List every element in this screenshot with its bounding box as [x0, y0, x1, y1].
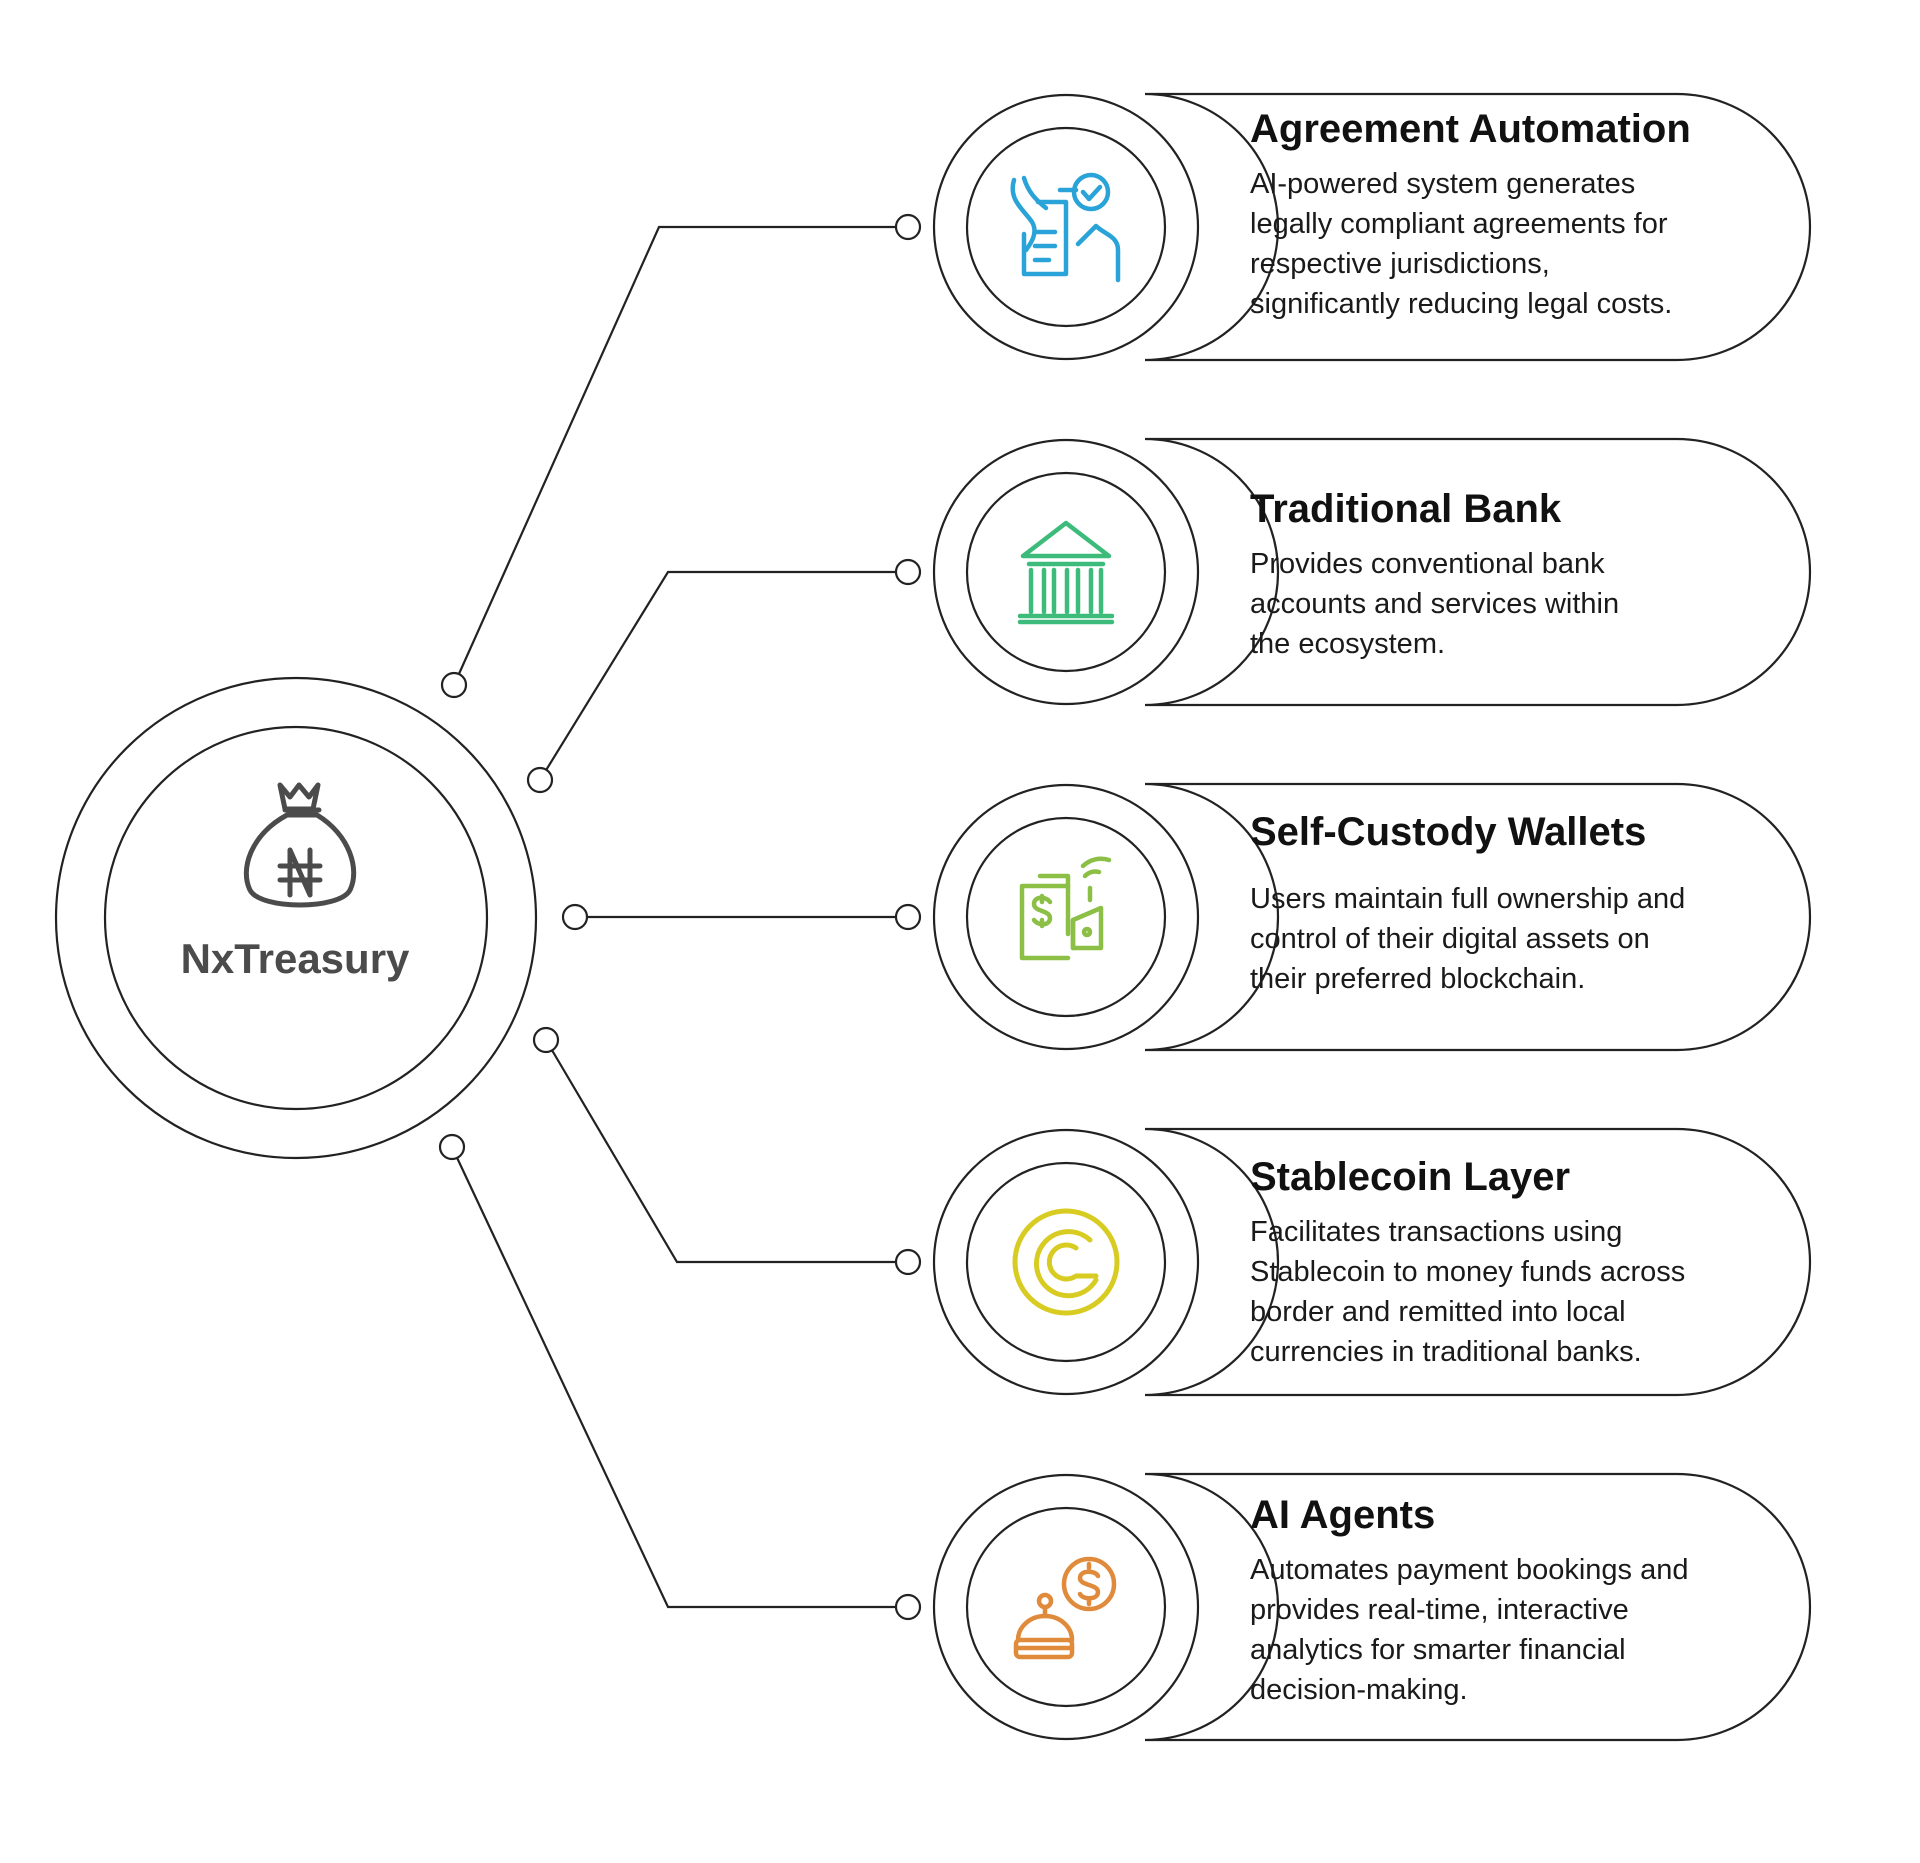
- robot-dollar-icon: [1013, 1556, 1117, 1660]
- card-traditional-bank: [894, 437, 1812, 707]
- card-description: AI-powered system generates legally comp…: [1250, 164, 1790, 324]
- card-self-custody-wallets: [894, 782, 1812, 1052]
- naira-money-bag-icon: [243, 782, 357, 908]
- bank-building-icon: [1017, 520, 1115, 625]
- hub-outer-ring: [54, 676, 538, 1160]
- card-description-line: Provides conventional bank: [1250, 548, 1605, 580]
- card-agreement-automation: [894, 92, 1812, 362]
- card-description-line: Facilitates transactions using: [1250, 1216, 1623, 1248]
- card-description-line: accounts and services within: [1250, 588, 1620, 620]
- card-description: Automates payment bookings and provides …: [1250, 1550, 1790, 1710]
- connector-dot: [440, 671, 468, 699]
- card-description-line: control of their digital assets on: [1250, 923, 1650, 955]
- card-description-line: Users maintain full ownership and: [1250, 883, 1686, 915]
- card-description: Users maintain full ownership and contro…: [1250, 879, 1790, 999]
- connector-dot: [526, 766, 554, 794]
- connector-dot: [438, 1133, 466, 1161]
- card-description-line: border and remitted into local: [1250, 1296, 1626, 1328]
- card-description-line: legally compliant agreements for: [1250, 208, 1668, 240]
- card-description-line: Automates payment bookings and: [1250, 1554, 1689, 1586]
- card-ai-agents: [894, 1472, 1812, 1742]
- contract-signing-icon: [1010, 172, 1121, 283]
- card-text-self-custody-wallets: Self-Custody Wallets Users maintain full…: [1250, 807, 1790, 999]
- card-description-line: respective jurisdictions,: [1250, 248, 1550, 280]
- card-description-line: decision-making.: [1250, 1674, 1468, 1706]
- card-stablecoin-layer: [894, 1127, 1812, 1397]
- card-title: Traditional Bank: [1250, 487, 1562, 531]
- card-text-ai-agents: AI Agents Automates payment bookings and…: [1250, 1490, 1790, 1710]
- card-description-line: analytics for smarter financial: [1250, 1634, 1626, 1666]
- connector-dot: [561, 903, 589, 931]
- card-title: Self-Custody Wallets: [1250, 810, 1647, 854]
- card-description: Facilitates transactions using Stablecoi…: [1250, 1212, 1790, 1372]
- hub-title: NxTreasury: [180, 935, 410, 982]
- card-text-stablecoin-layer: Stablecoin Layer Facilitates transaction…: [1250, 1152, 1790, 1372]
- card-description: Provides conventional bank accounts and …: [1250, 544, 1790, 664]
- hub-inner-ring: [103, 725, 489, 1111]
- connector-ai-agents: [451, 1146, 910, 1609]
- card-description-line: Stablecoin to money funds across: [1250, 1256, 1686, 1288]
- card-description-line: the ecosystem.: [1250, 628, 1446, 660]
- card-text-agreement-automation: Agreement Automation AI-powered system g…: [1250, 104, 1790, 324]
- card-title: Agreement Automation: [1250, 107, 1691, 151]
- digital-wallet-icon: [1019, 856, 1112, 961]
- connector-traditional-bank: [539, 570, 910, 781]
- connector-dot: [532, 1026, 560, 1054]
- card-text-traditional-bank: Traditional Bank Provides conventional b…: [1250, 484, 1790, 664]
- stablecoin-icon: [1012, 1208, 1120, 1316]
- connector-agreement-automation: [452, 225, 910, 686]
- connector-stablecoin-layer: [545, 1039, 910, 1264]
- card-title: AI Agents: [1250, 1493, 1436, 1537]
- card-description-line: their preferred blockchain.: [1250, 963, 1586, 995]
- card-title: Stablecoin Layer: [1250, 1155, 1571, 1199]
- card-description-line: AI-powered system generates: [1250, 168, 1636, 200]
- card-description-line: provides real-time, interactive: [1250, 1594, 1629, 1626]
- card-description-line: currencies in traditional banks.: [1250, 1336, 1642, 1368]
- card-description-line: significantly reducing legal costs.: [1250, 288, 1673, 320]
